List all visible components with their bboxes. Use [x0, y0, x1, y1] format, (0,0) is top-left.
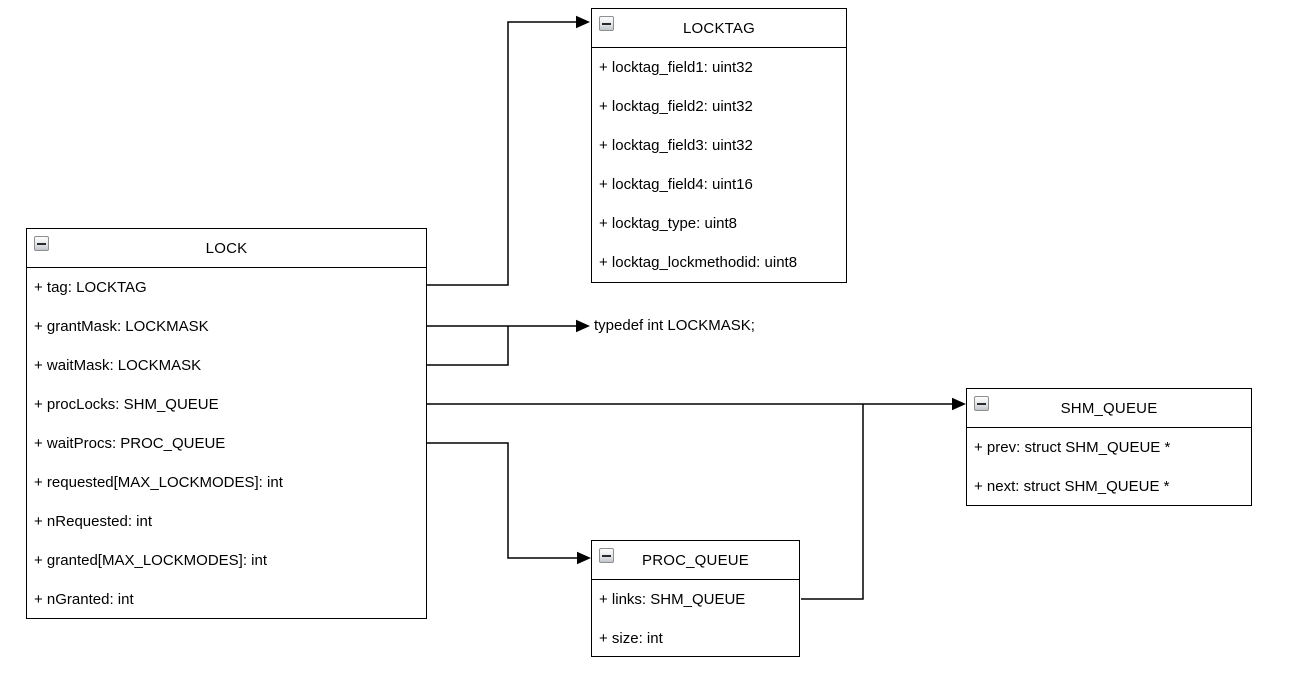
- connector-lock-waitmask-to-typedef[interactable]: [427, 326, 509, 366]
- arrowhead-to-procqueue: [577, 551, 591, 565]
- class-field: + nRequested: int: [34, 513, 153, 530]
- connector-lock-waitprocs-to-procqueue[interactable]: [427, 442, 577, 559]
- class-shm-queue-fields: + prev: struct SHM_QUEUE * + next: struc…: [967, 428, 1251, 506]
- class-box-proc-queue[interactable]: PROC_QUEUE + links: SHM_QUEUE + size: in…: [591, 540, 800, 657]
- arrowhead-to-shmqueue: [952, 397, 966, 411]
- class-field: + links: SHM_QUEUE: [599, 591, 746, 608]
- class-box-shm-queue[interactable]: SHM_QUEUE + prev: struct SHM_QUEUE * + n…: [966, 388, 1252, 506]
- connector-procqueue-links-to-shmqueue[interactable]: [801, 404, 864, 600]
- class-lock-fields: + tag: LOCKTAG + grantMask: LOCKMASK + w…: [27, 268, 426, 619]
- class-box-lock[interactable]: LOCK + tag: LOCKTAG + grantMask: LOCKMAS…: [26, 228, 427, 619]
- collapse-icon[interactable]: [599, 548, 614, 563]
- collapse-icon[interactable]: [34, 236, 49, 251]
- collapse-icon[interactable]: [974, 396, 989, 411]
- class-field: + nGranted: int: [34, 591, 134, 608]
- class-field: + locktag_field1: uint32: [599, 59, 753, 76]
- arrowhead-to-locktag: [576, 15, 590, 29]
- class-shm-queue-header: SHM_QUEUE: [967, 389, 1251, 428]
- class-field: + locktag_field3: uint32: [599, 137, 753, 154]
- class-locktag-fields: + locktag_field1: uint32 + locktag_field…: [592, 48, 846, 282]
- class-title-locktag: LOCKTAG: [683, 19, 755, 37]
- class-field: + prev: struct SHM_QUEUE *: [974, 439, 1171, 456]
- class-proc-queue-header: PROC_QUEUE: [592, 541, 799, 580]
- typedef-note[interactable]: typedef int LOCKMASK;: [594, 317, 755, 334]
- class-field: + requested[MAX_LOCKMODES]: int: [34, 474, 283, 491]
- class-field: + waitMask: LOCKMASK: [34, 357, 202, 374]
- class-field: + tag: LOCKTAG: [34, 279, 147, 296]
- class-field: + procLocks: SHM_QUEUE: [34, 396, 219, 413]
- class-box-locktag[interactable]: LOCKTAG + locktag_field1: uint32 + lockt…: [591, 8, 847, 283]
- collapse-icon[interactable]: [599, 16, 614, 31]
- class-title-shm-queue: SHM_QUEUE: [1060, 399, 1158, 417]
- minus-icon: [37, 242, 46, 245]
- class-field: + locktag_field2: uint32: [599, 98, 753, 115]
- class-field: + waitProcs: PROC_QUEUE: [34, 435, 226, 452]
- class-field: + size: int: [599, 630, 663, 647]
- class-field: + locktag_field4: uint16: [599, 176, 753, 193]
- class-title-lock: LOCK: [205, 239, 248, 257]
- class-locktag-header: LOCKTAG: [592, 9, 846, 48]
- class-field: + locktag_lockmethodid: uint8: [599, 254, 798, 271]
- class-title-proc-queue: PROC_QUEUE: [641, 551, 750, 569]
- minus-icon: [602, 22, 611, 25]
- minus-icon: [602, 554, 611, 557]
- class-proc-queue-fields: + links: SHM_QUEUE + size: int: [592, 580, 799, 658]
- class-field: + grantMask: LOCKMASK: [34, 318, 209, 335]
- class-lock-header: LOCK: [27, 229, 426, 268]
- connector-lock-tag-to-locktag[interactable]: [427, 21, 576, 286]
- minus-icon: [977, 402, 986, 405]
- class-field: + locktag_type: uint8: [599, 215, 738, 232]
- arrowhead-to-typedef: [576, 319, 590, 333]
- class-field: + granted[MAX_LOCKMODES]: int: [34, 552, 268, 569]
- class-field: + next: struct SHM_QUEUE *: [974, 478, 1170, 495]
